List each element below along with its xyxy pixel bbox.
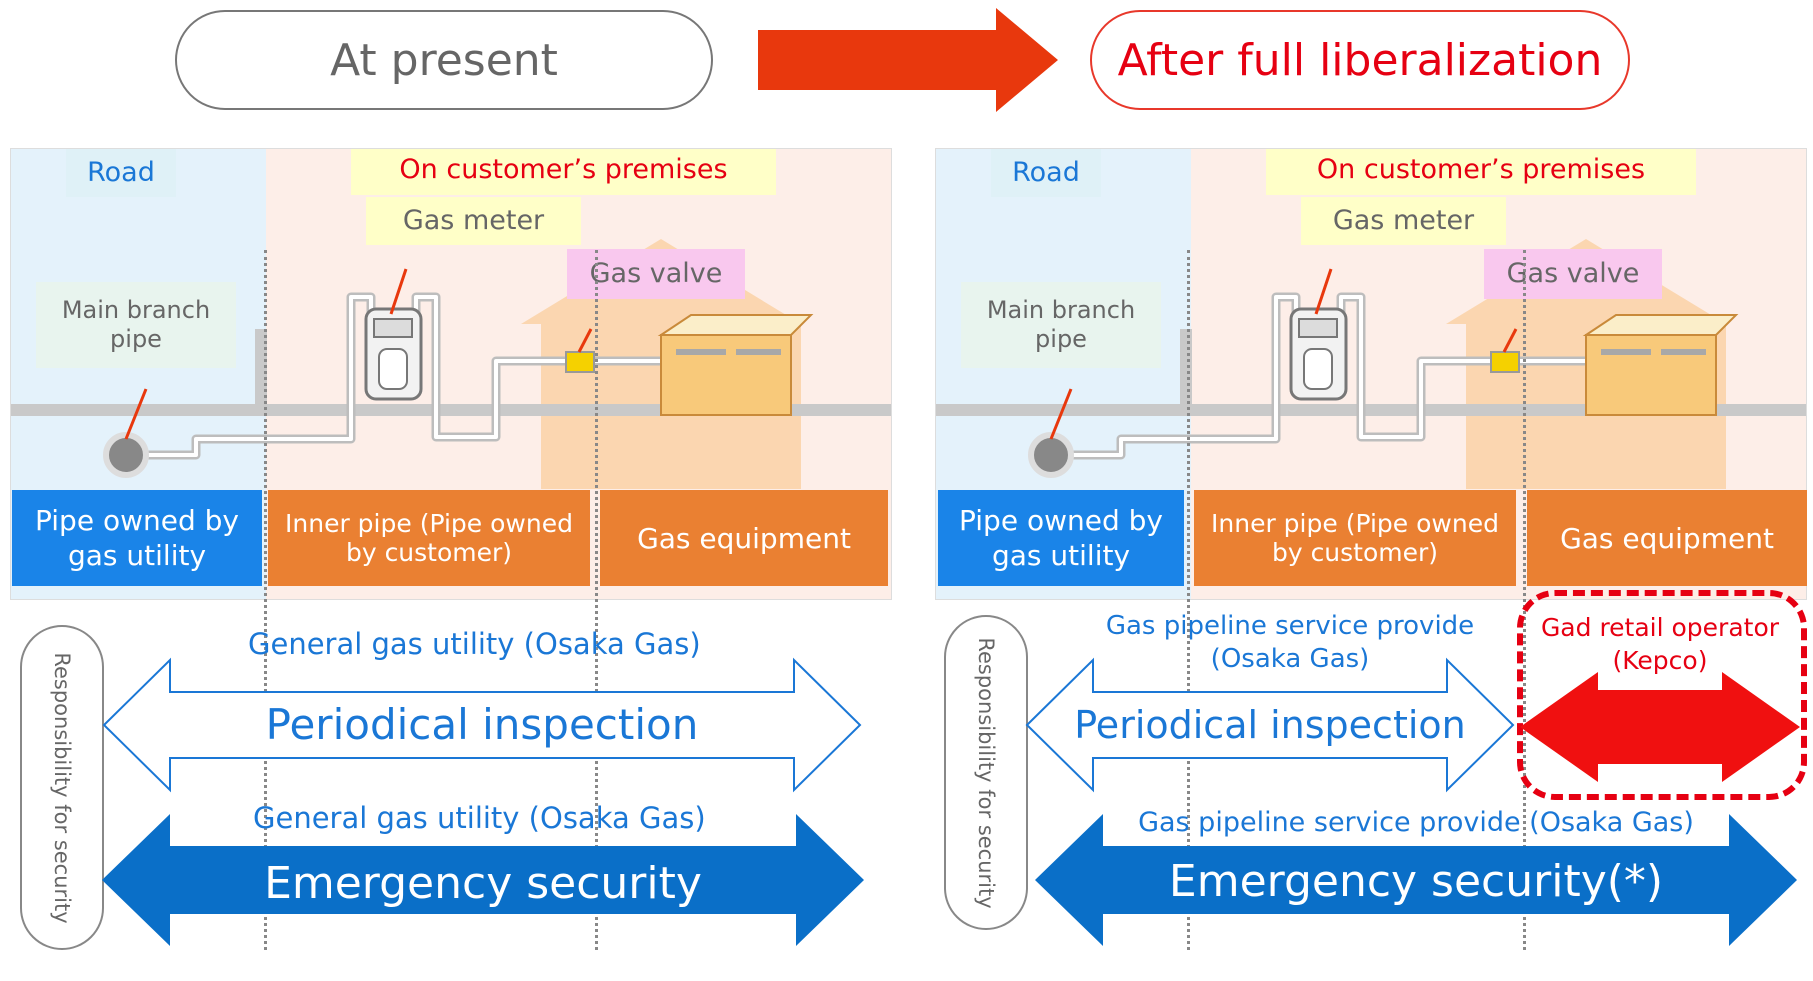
main-branch-pipe-text: Main branch pipe bbox=[61, 296, 211, 353]
band-inner-pipe-left: Inner pipe (Pipe owned by customer) bbox=[268, 490, 590, 586]
emergency-caption-right: Gas pipeline service provide (Osaka Gas) bbox=[1138, 807, 1694, 838]
left-divider-2 bbox=[595, 250, 598, 950]
emergency-security-arrow-right bbox=[1035, 814, 1797, 946]
at-present-label: At present bbox=[175, 10, 713, 110]
periodical-inspection-text-right: Periodical inspection bbox=[1074, 703, 1466, 747]
band-gas-equipment-right: Gas equipment bbox=[1527, 490, 1807, 586]
gas-meter-text: Gas meter bbox=[402, 204, 545, 236]
emergency-security-arrow-left bbox=[102, 814, 864, 946]
gas-meter-label: Gas meter bbox=[1301, 197, 1506, 245]
gas-meter-label: Gas meter bbox=[366, 197, 581, 245]
road-label: Road bbox=[991, 149, 1101, 197]
retail-operator-arrow bbox=[1520, 672, 1800, 782]
premises-label: On customer’s premises bbox=[351, 149, 776, 195]
after-liberalization-text: After full liberalization bbox=[1117, 34, 1603, 86]
gas-pipe-route bbox=[103, 268, 814, 478]
band-inner-pipe-right: Inner pipe (Pipe owned by customer) bbox=[1194, 490, 1516, 586]
gas-valve-text: Gas valve bbox=[589, 257, 723, 289]
responsibility-label-right: Responsibility for security bbox=[944, 615, 1028, 930]
road-label: Road bbox=[66, 149, 176, 197]
right-divider-2 bbox=[1523, 250, 1526, 950]
emergency-caption-left: General gas utility (Osaka Gas) bbox=[253, 801, 706, 835]
left-divider-1 bbox=[264, 250, 267, 950]
emergency-security-text-right: Emergency security(*) bbox=[1168, 856, 1664, 907]
gas-valve-label: Gas valve bbox=[1484, 249, 1662, 299]
periodical-inspection-text-left: Periodical inspection bbox=[265, 700, 699, 749]
periodical-inspection-arrow-right bbox=[1025, 657, 1515, 793]
retail-operator-caption: Gad retail operator (Kepco) bbox=[1540, 613, 1780, 675]
responsibility-label-left: Responsibility for security bbox=[20, 625, 104, 950]
band-pipe-utility-left: Pipe owned by gas utility bbox=[12, 490, 262, 586]
right-divider-1 bbox=[1187, 250, 1190, 950]
band-gas-equipment-left: Gas equipment bbox=[600, 490, 888, 586]
premises-label: On customer’s premises bbox=[1266, 149, 1696, 195]
retail-operator-frame bbox=[1517, 590, 1807, 800]
at-present-text: At present bbox=[330, 34, 558, 86]
gas-valve-label: Gas valve bbox=[567, 249, 745, 299]
after-liberalization-label: After full liberalization bbox=[1090, 10, 1630, 110]
band-pipe-utility-right: Pipe owned by gas utility bbox=[938, 490, 1184, 586]
road-text: Road bbox=[87, 156, 155, 188]
main-branch-pipe-label: Main branch pipe bbox=[961, 282, 1161, 368]
periodical-caption-left: General gas utility (Osaka Gas) bbox=[248, 627, 701, 661]
periodical-caption-right: Gas pipeline service provide (Osaka Gas) bbox=[1105, 611, 1475, 675]
emergency-security-text-left: Emergency security bbox=[264, 858, 702, 909]
main-branch-pipe-label: Main branch pipe bbox=[36, 282, 236, 368]
premises-text: On customer’s premises bbox=[399, 153, 728, 185]
gas-pipe-route bbox=[1028, 268, 1739, 478]
transition-arrow bbox=[758, 8, 1058, 112]
periodical-inspection-arrow-left bbox=[102, 657, 862, 793]
